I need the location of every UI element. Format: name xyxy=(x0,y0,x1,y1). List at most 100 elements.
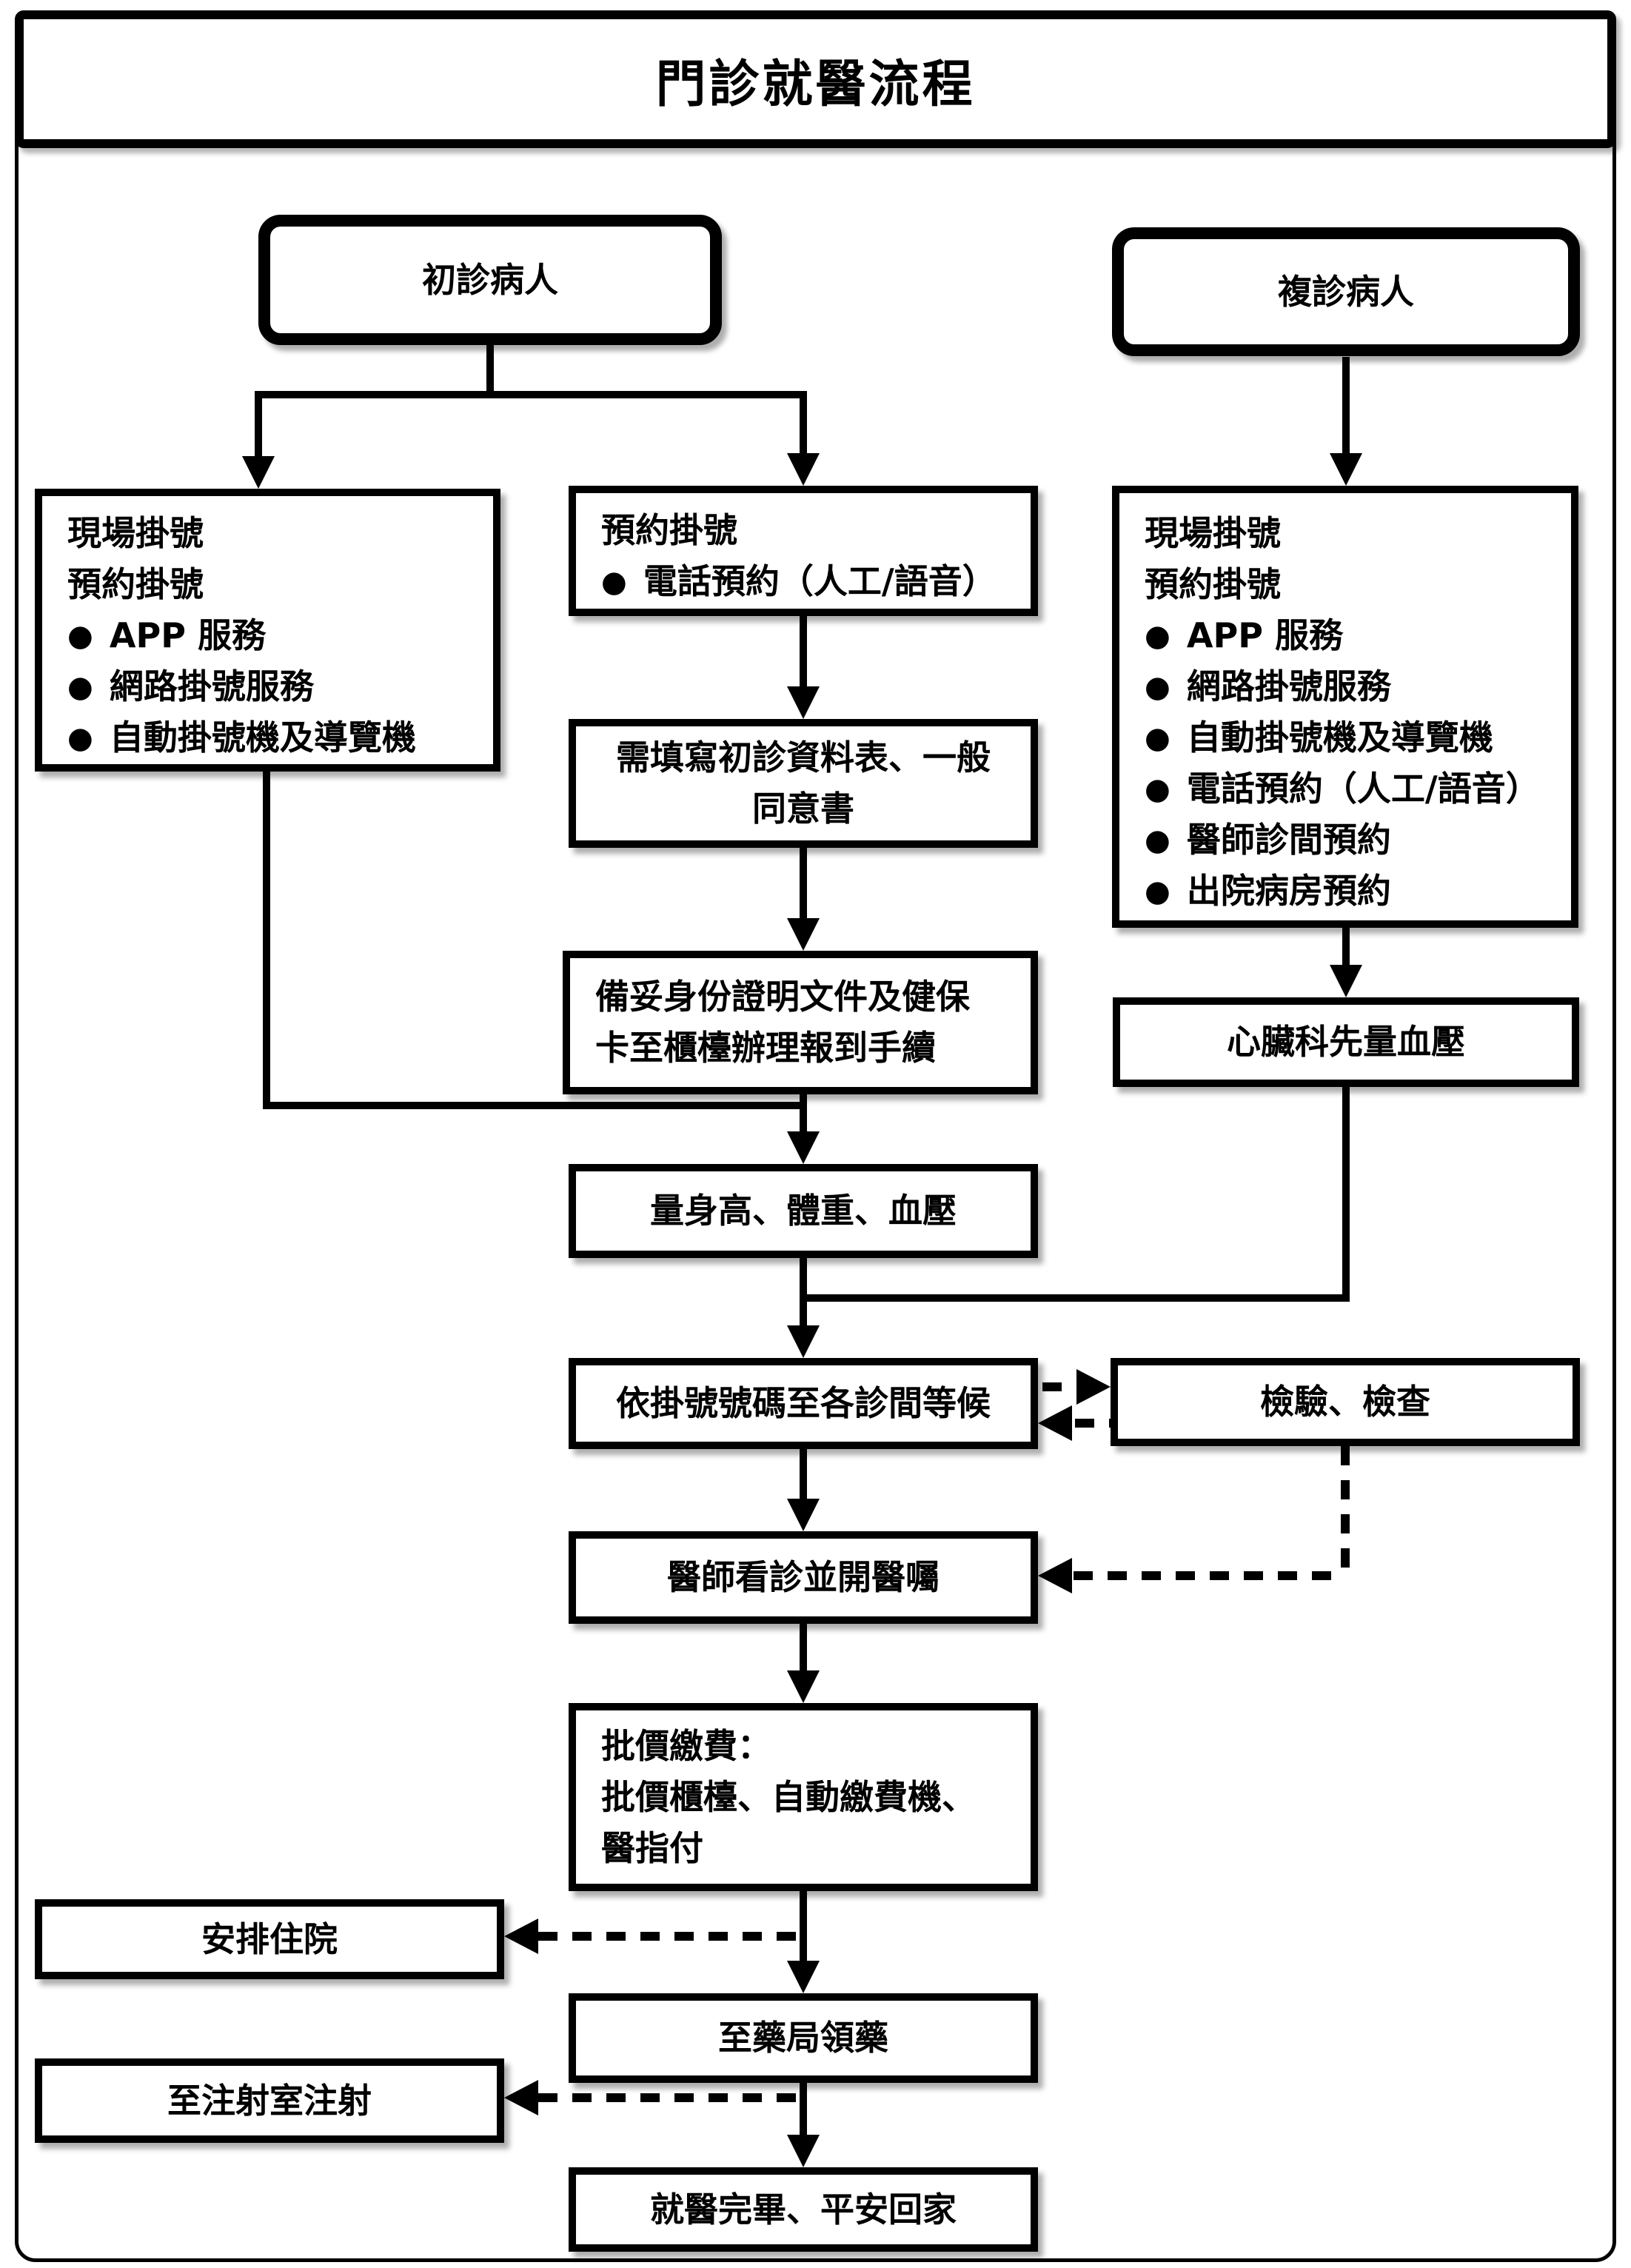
bullet-icon: ● xyxy=(67,669,93,704)
list-item: ● 網路掛號服務 xyxy=(67,661,468,712)
dashed-arrowhead-into-doctor xyxy=(1038,1558,1072,1593)
bullet-text: 醫師診間預約 xyxy=(1186,820,1391,860)
node-line: 備妥身份證明文件及健保 xyxy=(595,977,970,1017)
line-cardio-merge xyxy=(803,1294,1350,1302)
node-label: 安排住院 xyxy=(201,1919,338,1959)
node-line: 批價櫃檯、自動繳費機、 xyxy=(601,1776,976,1817)
bullet-icon: ● xyxy=(1145,772,1170,806)
bullet-icon: ● xyxy=(1145,618,1170,653)
bullet-text: APP 服務 xyxy=(109,615,266,655)
node-cardiology-blood-pressure: 心臟科先量血壓 xyxy=(1113,997,1579,1087)
node-pharmacy-pickup: 至藥局領藥 xyxy=(569,1993,1038,2083)
node-first-visit-patient: 初診病人 xyxy=(258,215,722,345)
dashed-arrowhead-into-exam xyxy=(1076,1369,1111,1405)
node-line: 卡至櫃檯辦理報到手續 xyxy=(595,1028,936,1068)
bullet-text: 出院病房預約 xyxy=(1186,871,1391,911)
line-wait-to-doctor xyxy=(800,1449,807,1502)
line-cardio-down xyxy=(1342,1087,1350,1302)
list-line: 現場掛號 xyxy=(1145,513,1281,553)
arrowhead-into-home xyxy=(787,2135,820,2167)
node-return-visit-patient: 複診病人 xyxy=(1112,227,1580,356)
dashed-wait-to-exam xyxy=(1042,1382,1075,1391)
node-label: 複診病人 xyxy=(1278,271,1414,312)
list-item: ● 電話預約（人工/語音） xyxy=(601,556,1005,607)
list-line: 預約掛號 xyxy=(67,564,204,604)
bullet-icon: ● xyxy=(601,564,627,599)
bullet-text: 電話預約（人工/語音） xyxy=(1186,769,1540,809)
node-label: 依掛號號碼至各診間等候 xyxy=(616,1383,991,1423)
node-payment: 批價繳費： 批價櫃檯、自動繳費機、 醫指付 xyxy=(569,1703,1038,1891)
node-label: 至藥局領藥 xyxy=(718,2018,888,2058)
node-onsite-registration-left: 現場掛號 預約掛號 ● APP 服務 ● 網路掛號服務 ● 自動掛號機及導覽機 xyxy=(35,489,500,772)
line-split-right xyxy=(800,391,807,456)
node-label: 心臟科先量血壓 xyxy=(1227,1022,1465,1062)
node-wait-at-clinic-room: 依掛號號碼至各診間等候 xyxy=(569,1358,1038,1449)
node-label: 醫師看診並開醫囑 xyxy=(667,1557,940,1597)
list-item: ● APP 服務 xyxy=(1145,610,1546,661)
list-line: 預約掛號 xyxy=(601,510,737,550)
line-returnvisit-down xyxy=(1342,357,1350,456)
node-onsite-registration-right: 現場掛號 預約掛號 ● APP 服務 ● 網路掛號服務 ● 自動掛號機及導覽機 … xyxy=(1112,486,1578,928)
bullet-icon: ● xyxy=(1145,823,1170,857)
line-firstvisit-split xyxy=(255,391,807,398)
bullet-text: 電話預約（人工/語音） xyxy=(643,561,997,601)
dashed-arrowhead-into-injection xyxy=(504,2080,538,2115)
line-fillform-to-checkin xyxy=(800,848,807,921)
dashed-exam-to-doctor xyxy=(1074,1571,1345,1580)
node-label: 至注射室注射 xyxy=(167,2080,372,2121)
arrowhead-into-reserve-mid xyxy=(787,453,820,486)
node-line: 同意書 xyxy=(752,789,854,829)
page-title: 門診就醫流程 xyxy=(655,55,976,114)
arrowhead-into-onsite-left xyxy=(242,456,275,489)
bullet-icon: ● xyxy=(1145,874,1170,909)
arrowhead-into-fillform xyxy=(787,686,820,719)
list-item: ● 出院病房預約 xyxy=(1145,866,1546,917)
node-go-home-safely: 就醫完畢、平安回家 xyxy=(569,2167,1038,2252)
arrowhead-into-measure xyxy=(787,1131,820,1164)
bullet-icon: ● xyxy=(1145,720,1170,755)
list-item: ● 醫師診間預約 xyxy=(1145,814,1546,866)
list-item: ● 網路掛號服務 xyxy=(1145,661,1546,712)
node-label: 初診病人 xyxy=(422,259,558,300)
node-measure-height-weight-bp: 量身高、體重、血壓 xyxy=(569,1164,1038,1258)
title-box: 門診就醫流程 xyxy=(15,10,1616,148)
bullet-icon: ● xyxy=(67,618,93,653)
list-item: ● 電話預約（人工/語音） xyxy=(1145,763,1546,814)
list-item: ● APP 服務 xyxy=(67,610,468,661)
list-item: ● 自動掛號機及導覽機 xyxy=(1145,712,1546,763)
node-lab-tests-exams: 檢驗、檢查 xyxy=(1111,1358,1580,1446)
node-line: 需填寫初診資料表、一般 xyxy=(616,737,991,777)
arrowhead-into-pharmacy xyxy=(787,1961,820,1993)
list-item: ● 自動掛號機及導覽機 xyxy=(67,712,468,763)
node-arrange-admission: 安排住院 xyxy=(35,1899,504,1979)
line-checkin-to-measure xyxy=(800,1094,807,1134)
line-payment-to-pharmacy xyxy=(800,1891,807,1964)
bullet-text: 網路掛號服務 xyxy=(109,666,314,706)
node-checkin-counter: 備妥身份證明文件及健保 卡至櫃檯辦理報到手續 xyxy=(563,951,1038,1094)
dashed-to-injection xyxy=(538,2093,803,2102)
node-line: 醫指付 xyxy=(601,1827,703,1868)
arrowhead-into-onsite-right xyxy=(1330,453,1362,486)
list-line: 預約掛號 xyxy=(1145,564,1281,604)
bullet-text: 自動掛號機及導覽機 xyxy=(1186,717,1493,757)
node-injection-room: 至注射室注射 xyxy=(35,2058,504,2143)
dashed-exam-down xyxy=(1341,1446,1350,1572)
node-label: 量身高、體重、血壓 xyxy=(650,1191,957,1231)
line-split-left xyxy=(255,391,262,459)
node-fill-first-visit-form: 需填寫初診資料表、一般 同意書 xyxy=(569,719,1038,848)
node-doctor-consultation: 醫師看診並開醫囑 xyxy=(569,1531,1038,1624)
dashed-arrowhead-exam-to-wait xyxy=(1038,1405,1072,1441)
line-doctor-to-payment xyxy=(800,1624,807,1673)
line-onsiteright-to-cardio xyxy=(1342,928,1350,968)
dashed-exam-to-wait xyxy=(1075,1419,1111,1428)
dashed-arrowhead-into-admission xyxy=(504,1919,538,1954)
arrowhead-into-wait xyxy=(787,1325,820,1358)
arrowhead-into-checkin xyxy=(787,918,820,951)
node-label: 檢驗、檢查 xyxy=(1260,1382,1430,1422)
dashed-to-admission xyxy=(538,1932,803,1941)
arrowhead-into-payment xyxy=(787,1670,820,1703)
list-line: 現場掛號 xyxy=(67,513,204,553)
bullet-text: 自動掛號機及導覽機 xyxy=(109,717,416,757)
bullet-text: APP 服務 xyxy=(1186,615,1343,655)
node-line: 批價繳費： xyxy=(601,1725,771,1766)
